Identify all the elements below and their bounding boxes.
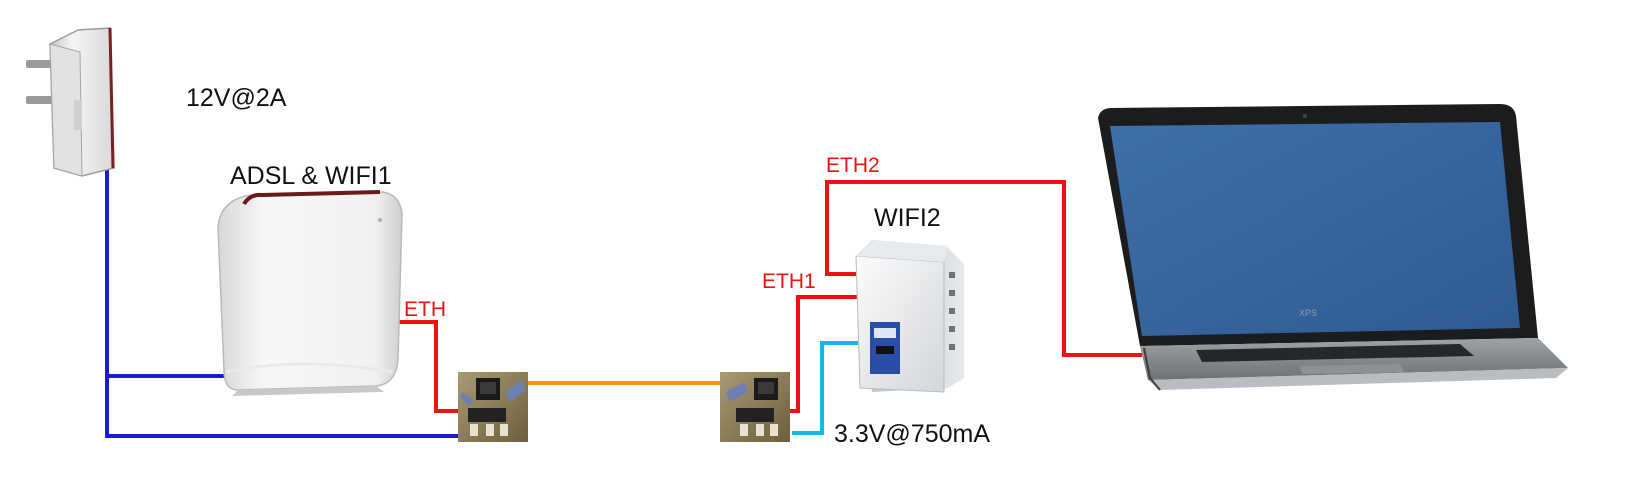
eth2-label: ETH2 — [826, 154, 880, 177]
power-wire-main — [105, 168, 460, 438]
router-label: ADSL & WIFI1 — [230, 162, 392, 190]
low-power-label: 3.3V@750mA — [834, 420, 990, 448]
connector-2-image — [720, 372, 790, 442]
router-eth-label: ETH — [404, 298, 446, 321]
eth1-wire — [786, 295, 858, 413]
wifi2-label: WIFI2 — [874, 204, 941, 232]
power-supply-label: 12V@2A — [186, 84, 287, 112]
power-adapter-image — [26, 27, 115, 177]
eth2-wire — [825, 180, 1142, 357]
adsl-router-image — [217, 190, 403, 396]
ethernet-wires — [398, 180, 1142, 413]
laptop-brand-text: XPS — [1299, 308, 1317, 318]
laptop-image: XPS — [1098, 104, 1568, 391]
router-eth-wire — [398, 320, 464, 413]
low-voltage-wire — [792, 341, 858, 435]
wifi2-router-image — [855, 240, 964, 393]
power-wires — [105, 168, 460, 438]
wifi2-status-leds — [949, 272, 955, 350]
eth1-label: ETH1 — [762, 270, 816, 293]
connector-1-image — [458, 372, 528, 442]
